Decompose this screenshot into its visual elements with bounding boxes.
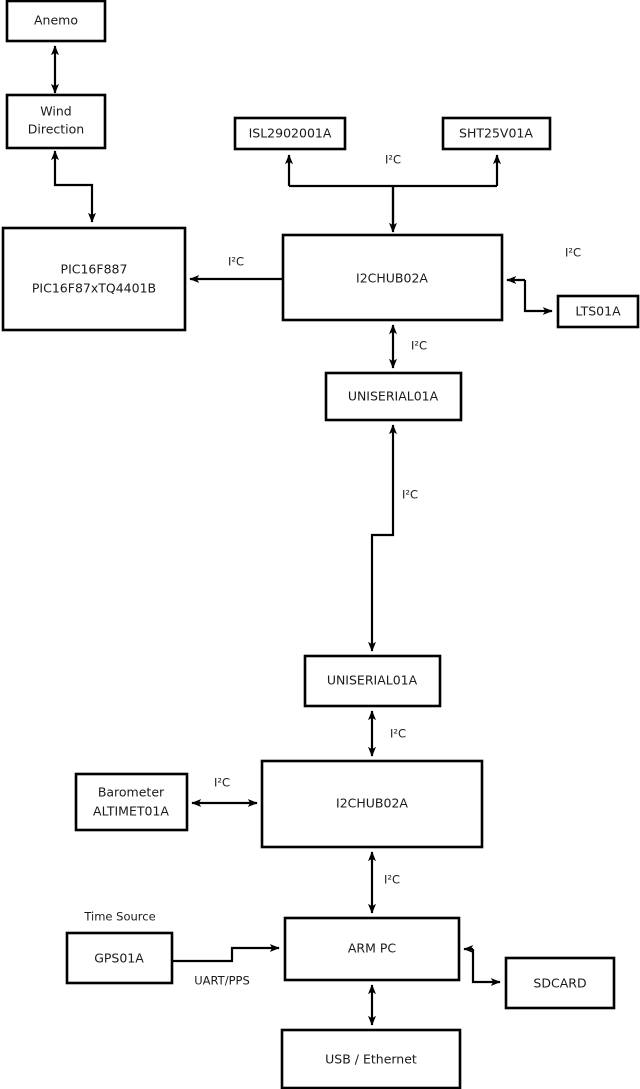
edge-label-i2chub-top-to-uniserial-top: I²C [411, 339, 427, 353]
node-anemo[interactable]: Anemo [5, 0, 107, 43]
node-i2chub02a-bottom-label: I2CHUB02A [336, 796, 408, 811]
connector-i2chub-top-to-sensors [285, 154, 501, 233]
node-isl2902001a-label: ISL2902001A [249, 126, 332, 141]
node-gps01a[interactable]: GPS01A [65, 931, 174, 985]
edge-label-i2chub-top-to-sensors: I²C [385, 153, 401, 167]
node-i2chub02a-bottom[interactable]: I2CHUB02A [260, 759, 484, 849]
label-time-source: Time Source [83, 910, 155, 924]
connector-pic-to-wind-direction [51, 150, 96, 223]
node-lts01a-label: LTS01A [575, 304, 621, 319]
node-barometer-label-line2: ALTIMET01A [93, 804, 169, 819]
node-isl2902001a[interactable]: ISL2902001A [233, 116, 347, 151]
edge-label-i2chub-top-to-lts01a: I²C [565, 246, 581, 260]
edge-label-pic-to-i2chub-top: I²C [228, 255, 244, 269]
node-pic-microcontroller[interactable]: PIC16F887 PIC16F87xTQ4401B [1, 226, 187, 332]
connector-i2chub-top-to-lts01a [506, 276, 553, 315]
node-i2chub02a-top[interactable]: I2CHUB02A [281, 233, 504, 322]
node-barometer-altimet01a[interactable]: Barometer ALTIMET01A [74, 772, 189, 832]
edge-label-uniserial-bottom-to-i2chub-bottom: I²C [390, 727, 406, 741]
node-sdcard-label: SDCARD [533, 976, 586, 991]
node-sht25v01a[interactable]: SHT25V01A [441, 116, 552, 151]
node-wind-direction-label-line1: Wind [40, 104, 71, 119]
node-pic-label-line2: PIC16F87xTQ4401B [32, 281, 156, 296]
node-gps01a-label: GPS01A [94, 951, 144, 966]
connector-arm-pc-to-sdcard [463, 945, 501, 986]
node-wind-direction[interactable]: Wind Direction [5, 93, 107, 150]
node-uniserial01a-top-label: UNISERIAL01A [348, 389, 439, 404]
edge-label-barometer-to-i2chub-bottom: I²C [214, 776, 230, 790]
node-uniserial01a-bottom-label: UNISERIAL01A [327, 673, 418, 688]
node-pic-label-line1: PIC16F887 [61, 262, 128, 277]
edge-label-uniserial-top-to-uniserial-bottom: I²C [402, 488, 418, 502]
edge-label-i2chub-bottom-to-arm-pc: I²C [384, 873, 400, 887]
node-sdcard[interactable]: SDCARD [504, 956, 616, 1010]
node-sht25v01a-label: SHT25V01A [459, 126, 533, 141]
node-anemo-label: Anemo [34, 13, 78, 28]
node-arm-pc-label: ARM PC [348, 941, 397, 956]
node-usb-ethernet[interactable]: USB / Ethernet [280, 1028, 462, 1089]
node-uniserial01a-top[interactable]: UNISERIAL01A [324, 371, 463, 422]
node-i2chub02a-top-label: I2CHUB02A [356, 271, 428, 286]
node-usb-ethernet-label: USB / Ethernet [325, 1052, 417, 1067]
node-barometer-label-line1: Barometer [98, 785, 165, 800]
connector-gps-to-arm-pc [172, 944, 280, 963]
connector-uniserial-top-to-uniserial-bottom [368, 424, 397, 652]
edge-label-gps-to-arm-pc: UART/PPS [194, 974, 250, 988]
node-uniserial01a-bottom[interactable]: UNISERIAL01A [303, 654, 442, 708]
node-arm-pc[interactable]: ARM PC [283, 916, 461, 982]
node-lts01a[interactable]: LTS01A [556, 294, 640, 329]
node-wind-direction-label-line2: Direction [28, 122, 84, 137]
